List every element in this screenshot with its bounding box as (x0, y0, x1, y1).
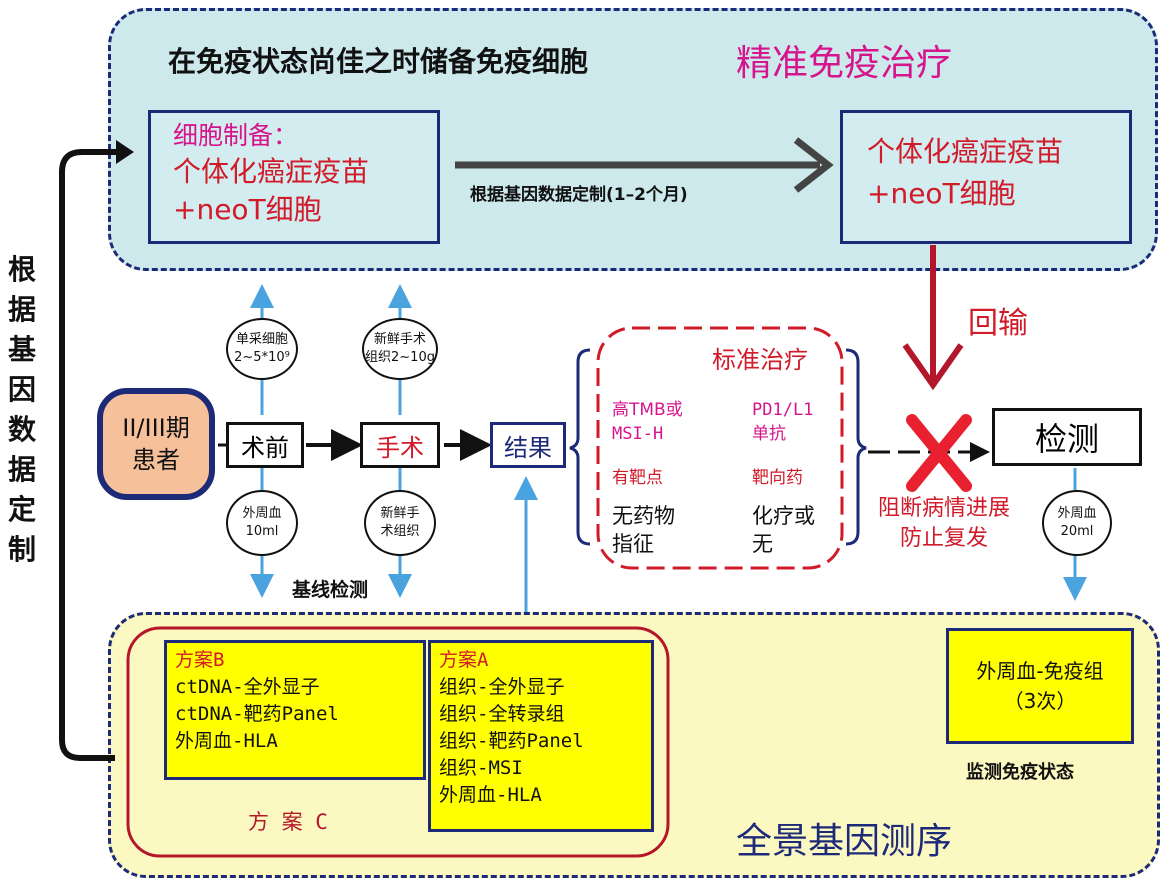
circle-text: 10ml (245, 524, 279, 539)
top-heading-accent: 精准免疫治疗 (736, 43, 953, 84)
circle-fresh-tissue-top: 新鲜手术组织2~10g (362, 318, 438, 380)
circle-text: 组织2~10g (365, 350, 435, 365)
circle-text: 术组织 (380, 524, 420, 539)
step-detect: 检测 (992, 408, 1142, 466)
std-text: 无药物 (612, 504, 675, 528)
circle-fresh-tissue-bottom: 新鲜手术组织 (364, 490, 436, 556)
circle-blood-20: 外周血 20ml (1042, 490, 1112, 556)
vertical-char: 数 (7, 413, 36, 446)
immune-group-line: 外周血-免疫组 (976, 659, 1104, 683)
right-brace (845, 348, 867, 546)
plan-b-item: ctDNA-靶药Panel (175, 703, 339, 725)
arrow-to-detect-head (970, 442, 990, 462)
plan-b-item: ctDNA-全外显子 (175, 676, 320, 698)
block-cross-b (906, 414, 972, 492)
plan-b-box: 方案B ctDNA-全外显子 ctDNA-靶药Panel 外周血-HLA (164, 640, 426, 780)
plan-b-item: 外周血-HLA (175, 730, 278, 752)
feedback-loop-line (59, 149, 118, 761)
standard-title: 标准治疗 (712, 346, 808, 374)
vertical-char: 根 (7, 253, 36, 286)
std-text: 无 (752, 532, 773, 556)
vertical-label-custom: 根 据 基 因 数 据 定 制 (2, 250, 42, 570)
plan-c-frame (126, 626, 670, 858)
plan-a-item: 组织-全外显子 (439, 676, 565, 698)
block-line: 阻断病情进展 (877, 496, 1010, 521)
std-text: 指征 (612, 532, 654, 556)
step-preop: 术前 (226, 422, 304, 468)
cell-prep-box: 细胞制备： 个体化癌症疫苗 +neoT细胞 (148, 110, 440, 244)
step-result: 结果 (490, 422, 566, 468)
circle-text: 外周血 (1057, 506, 1097, 521)
monitor-label: 监测免疫状态 (966, 762, 1074, 783)
std-row-2-right: 靶向药 (752, 468, 803, 488)
plan-a-item: 组织-MSI (439, 757, 523, 779)
block-line: 防止复发 (899, 526, 988, 551)
patient-label: 患者 (132, 446, 180, 474)
block-label: 阻断病情进展 防止复发 (864, 494, 1024, 554)
plan-c-label: 方 案 C (248, 810, 328, 834)
circle-blood-10: 外周血 10ml (226, 490, 298, 556)
plan-a-title: 方案A (439, 649, 489, 671)
circle-text: 2~5*10⁹ (234, 350, 290, 365)
std-text: 单抗 (752, 424, 786, 444)
immune-group-box: 外周血-免疫组 （3次） (946, 628, 1134, 744)
vertical-char: 因 (7, 373, 36, 406)
reinfusion-label: 回输 (968, 306, 1028, 341)
baseline-label: 基线检测 (292, 579, 369, 601)
plan-a-box: 方案A 组织-全外显子 组织-全转录组 组织-靶药Panel 组织-MSI 外周… (428, 640, 654, 832)
top-heading: 在免疫状态尚佳之时储备免疫细胞 (168, 45, 589, 78)
plan-a-item: 外周血-HLA (439, 784, 542, 806)
vertical-char: 基 (7, 333, 36, 366)
circle-text: 新鲜手 (380, 506, 420, 521)
standard-treatment-frame (596, 326, 844, 570)
cell-prep-line3: +neoT细胞 (173, 193, 322, 226)
std-text: 高TMB或 (612, 400, 683, 420)
std-row-2-left: 有靶点 (612, 468, 663, 488)
std-row-3-left: 无药物 指征 (612, 502, 675, 558)
std-text: 化疗或 (752, 504, 815, 528)
std-text: PD1/L1 (752, 400, 814, 420)
custom-arrow-head (793, 137, 834, 193)
vertical-char: 定 (7, 493, 36, 526)
feedback-loop-arrowhead (116, 140, 134, 164)
circle-text: 20ml (1060, 524, 1094, 539)
circle-text: 单采细胞 (235, 332, 288, 347)
std-text: MSI-H (612, 424, 664, 444)
left-brace (569, 348, 591, 546)
plan-a-item: 组织-全转录组 (439, 703, 565, 725)
patient-box: II/III期 患者 (97, 388, 215, 500)
vertical-char: 制 (7, 533, 36, 566)
circle-text: 外周血 (242, 506, 282, 521)
reinfusion-arrow-head (902, 343, 964, 391)
vaccine-result-box: 个体化癌症疫苗 +neoT细胞 (840, 110, 1132, 244)
std-row-3-right: 化疗或 无 (752, 502, 815, 558)
vertical-char: 据 (7, 293, 36, 326)
cell-prep-title: 细胞制备： (173, 121, 299, 150)
vaccine-result-line2: +neoT细胞 (867, 177, 1016, 210)
cell-prep-line2: 个体化癌症疫苗 (173, 155, 370, 188)
custom-arrow-label: 根据基因数据定制(1–2个月) (470, 185, 688, 205)
patient-stage: II/III期 (122, 414, 190, 442)
immune-group-line: （3次） (1003, 689, 1077, 713)
vaccine-result-line1: 个体化癌症疫苗 (867, 135, 1064, 168)
step-surgery: 手术 (360, 422, 440, 468)
std-row-1-right: PD1/L1 单抗 (752, 398, 813, 446)
circle-text: 新鲜手术 (373, 332, 426, 347)
std-row-1-left: 高TMB或 MSI-H (612, 398, 683, 446)
circle-apheresis: 单采细胞 2~5*10⁹ (226, 318, 298, 380)
plan-a-item: 组织-靶药Panel (439, 730, 584, 752)
vertical-char: 据 (7, 453, 36, 486)
plan-b-title: 方案B (175, 649, 225, 671)
genome-sequencing-title: 全景基因测序 (736, 821, 953, 862)
